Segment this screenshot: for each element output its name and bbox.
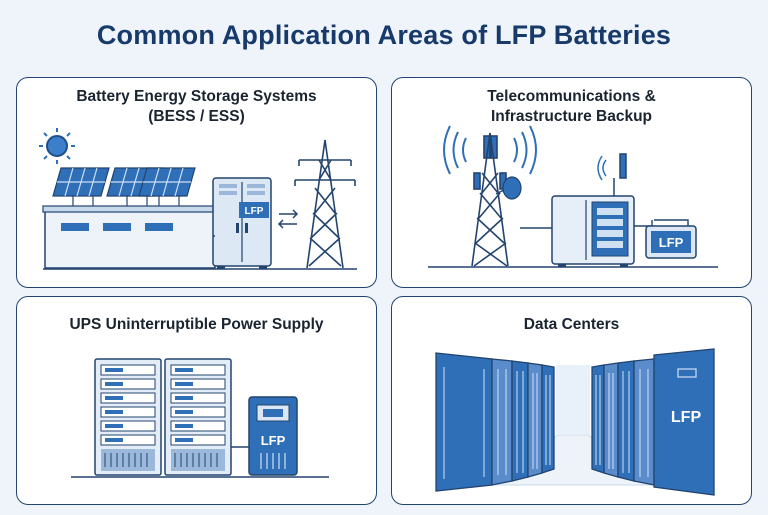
panel-telecom-title-line2: Infrastructure Backup: [490, 108, 653, 125]
ups-illustration: LFP: [71, 358, 329, 478]
server-rack-icon: [94, 358, 232, 476]
datacenter-illustration: LFP: [435, 348, 715, 496]
solar-panels-icon: [52, 167, 196, 206]
telecom-lfp-label: LFP: [659, 235, 684, 250]
ups-lfp-label: LFP: [261, 433, 286, 448]
ups-unit-icon: LFP: [231, 396, 298, 476]
panel-bess-title-line1: Battery Energy Storage Systems: [76, 88, 317, 105]
panel-bess-title: Battery Energy Storage Systems (BESS / E…: [17, 87, 376, 127]
right-server-racks-icon: [591, 348, 715, 496]
antenna-icon: [597, 153, 627, 196]
panel-bess: Battery Energy Storage Systems (BESS / E…: [16, 77, 377, 288]
panel-telecom-title: Telecommunications & Infrastructure Back…: [392, 87, 751, 127]
panel-datacenter-title-line1: Data Centers: [523, 316, 620, 333]
panel-ups: UPS Uninterruptible Power Supply: [16, 296, 377, 505]
panel-ups-title: UPS Uninterruptible Power Supply: [17, 315, 376, 335]
page-title: Common Application Areas of LFP Batterie…: [96, 20, 672, 50]
cell-tower-icon: [471, 132, 509, 267]
bess-illustration: LFP: [39, 128, 357, 270]
lfp-battery-icon: LFP: [634, 219, 697, 259]
panel-ups-title-line1: UPS Uninterruptible Power Supply: [69, 316, 324, 333]
panel-telecom-title-line1: Telecommunications &: [487, 88, 656, 105]
satellite-dish-icon: [495, 176, 522, 200]
telecom-illustration: LFP: [428, 125, 718, 268]
bess-lfp-label: LFP: [245, 206, 264, 217]
exchange-arrows-icon: [277, 209, 299, 229]
panel-telecom: Telecommunications & Infrastructure Back…: [391, 77, 752, 288]
panel-datacenter-title: Data Centers: [392, 315, 751, 335]
sun-icon: [39, 128, 75, 164]
datacenter-lfp-label: LFP: [671, 409, 702, 426]
building-icon: [42, 205, 218, 269]
panel-datacenter: Data Centers: [391, 296, 752, 505]
power-tower-icon: [294, 139, 356, 269]
battery-cabinet-icon: LFP: [212, 177, 272, 269]
left-server-racks-icon: [435, 352, 555, 492]
signal-waves-icon: [443, 125, 537, 175]
panel-bess-title-line2: (BESS / ESS): [148, 108, 245, 125]
equipment-cabinet-icon: [551, 195, 635, 267]
